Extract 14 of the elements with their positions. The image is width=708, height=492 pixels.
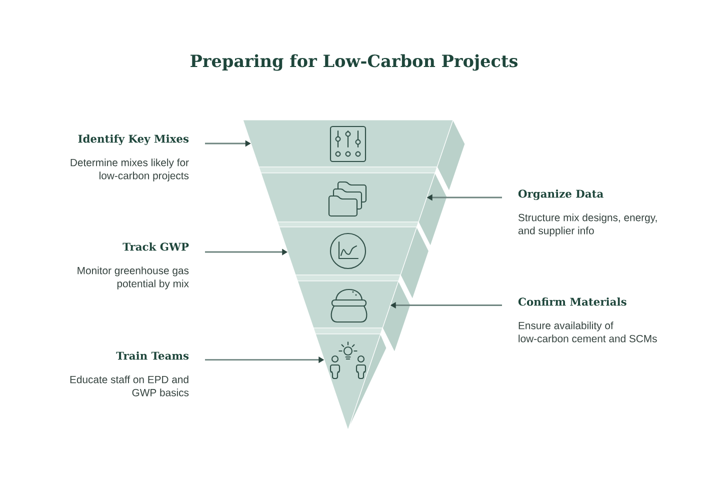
step-heading: Organize Data: [518, 190, 604, 200]
funnel-layer: [277, 222, 430, 300]
step-description: Educate staff on EPD and GWP basics: [70, 376, 189, 396]
funnel-tip: [313, 328, 387, 431]
title: Preparing for Low-Carbon Projects: [190, 54, 518, 71]
step-heading: Train Teams: [116, 352, 189, 360]
step-heading: Track GWP: [122, 242, 189, 251]
step-description: Structure mix designs, energy, and supplier info: [518, 214, 657, 236]
step-description: Determine mixes likely for low-carbon projects: [70, 158, 189, 182]
step-heading: Identify Key Mixes: [78, 134, 189, 145]
step-heading: Confirm Materials: [518, 298, 626, 306]
step-description: Ensure availability of low-carbon cement and SCMs: [518, 322, 657, 342]
funnel-layer: [295, 274, 411, 353]
step-description: Monitor greenhouse gas potential by mix: [78, 266, 189, 290]
